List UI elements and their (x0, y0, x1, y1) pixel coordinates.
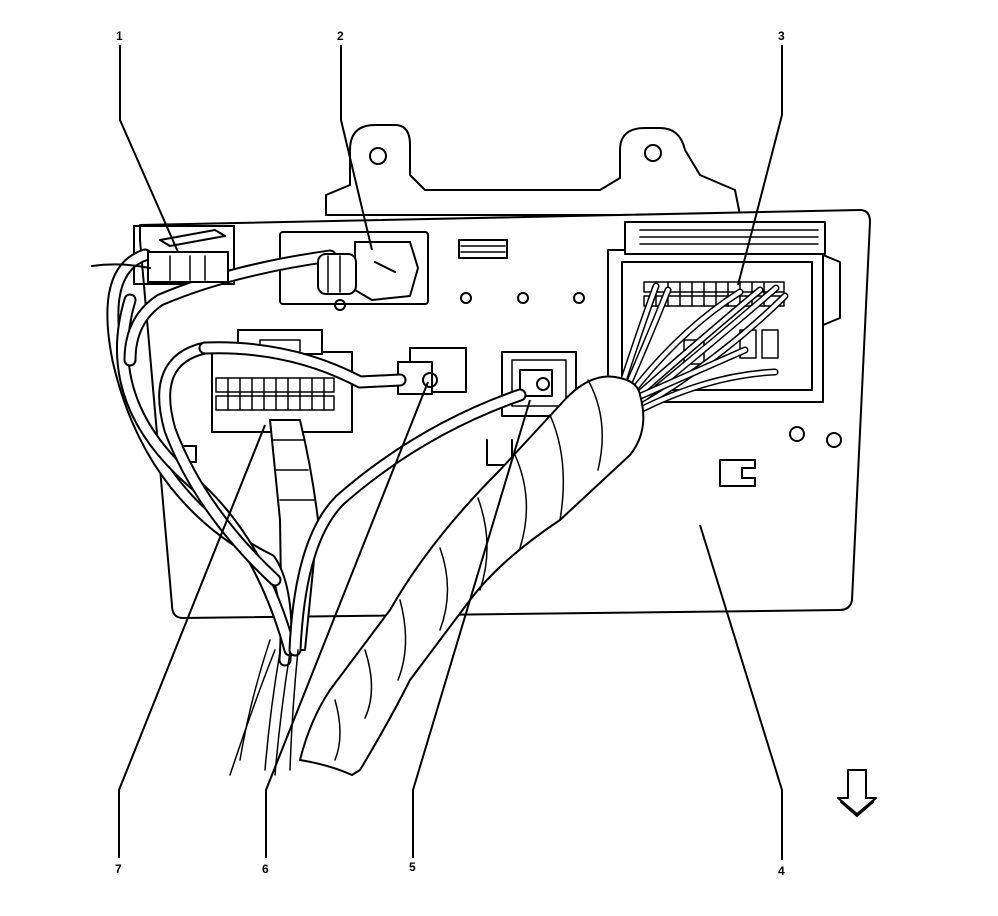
leader-4 (699, 524, 783, 860)
tape-wrap (587, 379, 603, 471)
leader-1 (119, 45, 179, 253)
plate-recess (486, 439, 513, 466)
callout-6: 6 (262, 862, 269, 876)
tape-wrap (334, 699, 341, 761)
tape-wrap (514, 454, 528, 549)
leader-5 (412, 399, 531, 858)
connector-3-wires (618, 282, 789, 414)
leader-3 (737, 45, 783, 286)
tape-wrap (364, 649, 373, 719)
leader-2 (340, 45, 373, 251)
loop-wires (106, 248, 527, 667)
leader-6 (265, 381, 429, 858)
connector-2-boot (317, 253, 357, 295)
mounting-hole (573, 292, 585, 304)
connector-2-plug (354, 241, 419, 301)
connector-3-lock (624, 221, 826, 255)
mounting-hole (334, 299, 346, 311)
mounting-hole (826, 432, 842, 448)
callout-7: 7 (115, 862, 122, 876)
callout-4: 4 (778, 864, 785, 878)
bracket-hole (644, 144, 662, 162)
tape-wrap (549, 414, 565, 521)
leader-lines (118, 45, 783, 860)
connector-5 (501, 351, 577, 417)
connector-3-face (621, 261, 813, 391)
connector-1-body (147, 251, 229, 283)
main-harness (299, 375, 645, 776)
callout-2: 2 (337, 29, 344, 43)
connector-1 (91, 229, 229, 283)
wire-ends (229, 639, 299, 776)
tape-wrap (439, 547, 449, 631)
callout-1: 1 (116, 29, 123, 43)
vent-slot (458, 239, 508, 259)
tape-wrap (397, 599, 407, 681)
down-arrow-icon (837, 769, 877, 817)
leader-7 (118, 424, 266, 858)
mounting-hole (460, 292, 472, 304)
connector-2 (317, 241, 419, 301)
connector-3-latch (822, 254, 841, 326)
mounting-hole (789, 426, 805, 442)
bracket-hole (369, 147, 387, 165)
callout-3: 3 (778, 29, 785, 43)
callout-5: 5 (409, 860, 416, 874)
mounting-bracket (325, 124, 741, 216)
mounting-hole (517, 292, 529, 304)
plate-clip (719, 459, 756, 487)
